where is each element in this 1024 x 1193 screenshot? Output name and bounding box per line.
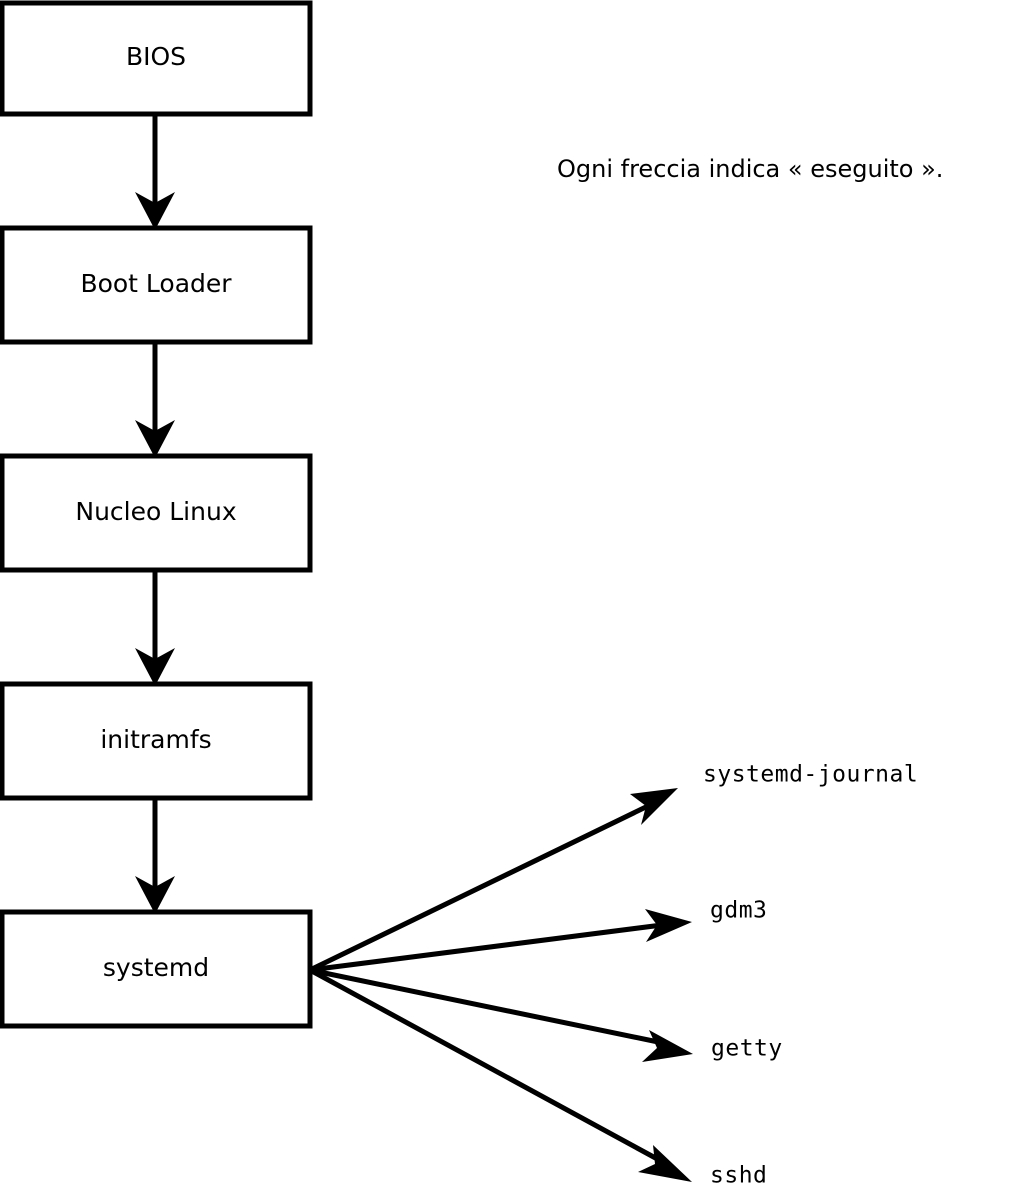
- arrow-systemd-to-systemd-journal: [308, 788, 678, 973]
- process-label-getty[interactable]: getty: [711, 1036, 783, 1062]
- arrow-bios-to-boot-loader: [135, 114, 175, 230]
- arrow-systemd-to-sshd: [308, 967, 692, 1182]
- boot-stage-systemd[interactable]: systemd: [0, 909, 313, 1029]
- bios-box-label: BIOS: [126, 42, 186, 71]
- arrow-systemd-to-getty: [309, 967, 693, 1062]
- boot-stage-nucleo-linux[interactable]: Nucleo Linux: [0, 453, 313, 573]
- arrow-head-down-icon: [135, 420, 175, 458]
- nucleo-linux-box-rect: [0, 453, 313, 573]
- arrow-systemd-to-gdm3: [309, 909, 692, 973]
- vertical-flow-arrows: [135, 114, 175, 914]
- process-label-systemd-journal[interactable]: systemd-journal: [703, 762, 918, 788]
- arrow-head-down-icon: [135, 192, 175, 230]
- systemd-box-rect: [0, 909, 313, 1029]
- process-label-sshd[interactable]: sshd: [710, 1163, 767, 1189]
- arrow-nucleo-linux-to-initramfs: [135, 570, 175, 686]
- arrow-head-down-icon: [135, 876, 175, 914]
- boot-stage-initramfs[interactable]: initramfs: [0, 681, 313, 801]
- arrow-shaft: [309, 967, 664, 1046]
- arrow-shaft: [309, 922, 663, 973]
- spawned-process-labels: systemd-journal gdm3 getty sshd: [703, 762, 918, 1189]
- systemd-box-label: systemd: [103, 953, 209, 982]
- arrow-boot-loader-to-nucleo-linux: [135, 342, 175, 458]
- boot-loader-box-label: Boot Loader: [80, 269, 232, 298]
- arrow-shaft: [308, 802, 652, 973]
- legend-note: Ogni freccia indica « eseguito ».: [557, 155, 943, 183]
- nucleo-linux-box-label: Nucleo Linux: [75, 497, 236, 526]
- systemd-spawn-arrows: [308, 788, 693, 1182]
- arrow-head-icon: [645, 909, 692, 942]
- initramfs-box-label: initramfs: [100, 725, 211, 754]
- arrow-initramfs-to-systemd: [135, 798, 175, 914]
- bios-box-rect: [0, 0, 313, 117]
- arrow-head-icon: [638, 1145, 692, 1182]
- arrow-head-down-icon: [135, 648, 175, 686]
- process-label-gdm3[interactable]: gdm3: [710, 898, 767, 924]
- boot-stage-bios[interactable]: BIOS: [0, 0, 313, 117]
- arrow-shaft: [308, 967, 663, 1164]
- boot-stage-boot-loader[interactable]: Boot Loader: [0, 225, 313, 345]
- arrow-head-icon: [642, 1030, 693, 1062]
- arrow-head-icon: [630, 788, 678, 825]
